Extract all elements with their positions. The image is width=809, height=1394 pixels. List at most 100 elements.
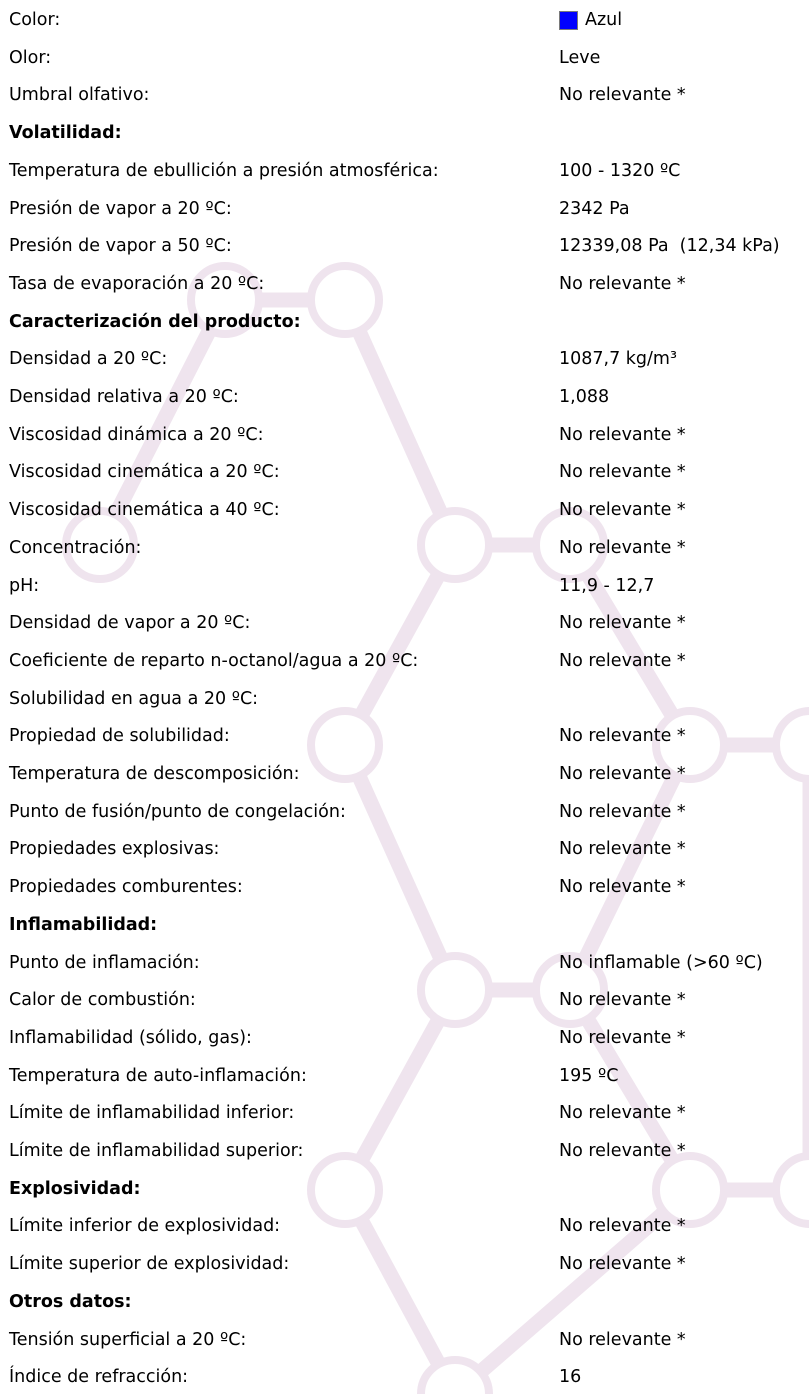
- section-heading: Volatilidad:: [9, 117, 809, 150]
- property-label: Propiedades explosivas:: [9, 839, 220, 860]
- property-value-text: No relevante *: [559, 1329, 686, 1350]
- property-row: Punto de inflamación:No inflamable (>60 …: [9, 947, 809, 980]
- property-label: Límite inferior de explosividad:: [9, 1216, 281, 1237]
- property-value-text: No relevante *: [559, 85, 686, 106]
- property-row: Propiedades comburentes: No relevante *: [9, 871, 809, 904]
- watermark-atom: [652, 707, 728, 783]
- property-value: No relevante *: [559, 268, 686, 301]
- property-row: Límite de inflamabilidad superior: No rel…: [9, 1135, 809, 1168]
- property-value-text: No relevante *: [559, 462, 686, 483]
- property-value-text: No relevante *: [559, 1141, 686, 1161]
- property-value: No relevante *: [559, 607, 686, 640]
- property-value-text: No relevante *: [559, 1103, 686, 1124]
- property-value: No relevante *: [559, 1097, 686, 1130]
- property-value: No relevante *: [559, 532, 686, 565]
- color-swatch: [559, 11, 578, 30]
- property-row: Concentración: No relevante *: [9, 532, 809, 565]
- property-value: 1087,7 kg/m³: [559, 343, 677, 376]
- watermark-atom: [417, 952, 493, 1028]
- property-value-text: No relevante *: [559, 650, 686, 671]
- property-value: 1,088: [559, 381, 609, 414]
- property-value: 11,9 - 12,7: [559, 570, 654, 603]
- property-label: Límite de inflamabilidad inferior:: [9, 1103, 295, 1124]
- property-value: 2342 Pa: [559, 193, 630, 226]
- property-row: Presión de vapor a 50 ºC: 12339,08 Pa (12…: [9, 230, 809, 263]
- watermark-atom: [772, 1152, 809, 1228]
- property-value: Azul: [559, 4, 622, 37]
- watermark-bond: [563, 541, 697, 749]
- property-value-text: No relevante *: [559, 839, 686, 860]
- section-heading: Caracterización del producto:: [9, 306, 809, 339]
- property-label: pH:: [9, 575, 40, 596]
- property-label: Límite superior de explosividad:: [9, 1254, 290, 1275]
- property-label: Propiedad de solubilidad:: [9, 726, 230, 747]
- watermark-atom: [62, 507, 138, 583]
- property-row: Temperatura de auto-inflamación: 195 ºC: [9, 1060, 809, 1093]
- property-label: Coeficiente de reparto n-octanol/agua a …: [9, 650, 419, 671]
- property-value: No relevante *: [559, 796, 686, 829]
- property-value: No relevante *: [559, 494, 686, 527]
- property-value: No relevante *: [559, 1324, 686, 1357]
- property-value: No relevante *: [559, 456, 686, 489]
- property-label: Punto de fusión/punto de congelación:: [9, 801, 346, 822]
- watermark-atom: [532, 952, 608, 1028]
- property-row: Viscosidad dinámica a 20 ºC: No relevante…: [9, 419, 809, 452]
- section-heading-label: Otros datos:: [9, 1291, 132, 1312]
- property-value-text: No relevante *: [559, 877, 686, 898]
- watermark-atom: [417, 507, 493, 583]
- property-label: Índice de refracción:: [9, 1367, 189, 1388]
- property-label: Tasa de evaporación a 20 ºC:: [9, 273, 265, 294]
- property-row: Propiedad de solubilidad:No relevante *: [9, 720, 809, 753]
- property-label: Densidad a 20 ºC:: [9, 349, 168, 370]
- property-label: Calor de combustión:: [9, 990, 196, 1011]
- property-value: 195 ºC: [559, 1060, 618, 1093]
- property-label: Concentración:: [9, 537, 142, 558]
- property-label: Viscosidad dinámica a 20 ºC:: [9, 424, 264, 445]
- property-value: No relevante *: [559, 1210, 686, 1243]
- property-row: Punto de fusión/punto de congelación: No …: [9, 796, 809, 829]
- watermark-atom: [532, 507, 608, 583]
- property-value: 16: [559, 1361, 581, 1394]
- property-row: Presión de vapor a 20 ºC:2342 Pa: [9, 193, 809, 226]
- watermark-bond: [338, 1186, 462, 1394]
- property-label: Propiedades comburentes:: [9, 877, 243, 898]
- property-value: 12339,08 Pa (12,34 kPa): [559, 230, 780, 263]
- section-heading-label: Inflamabilidad:: [9, 914, 158, 935]
- property-row: Tensión superficial a 20 ºC:No relevante…: [9, 1324, 809, 1357]
- property-value: No inflamable (>60 ºC): [559, 947, 763, 980]
- property-value-text: No relevante *: [559, 1027, 686, 1048]
- property-label: Viscosidad cinemática a 40 ºC:: [9, 500, 280, 521]
- property-label: Temperatura de descomposición:: [9, 764, 300, 784]
- property-label: Viscosidad cinemática a 20 ºC:: [9, 462, 280, 483]
- property-value-text: No relevante *: [559, 537, 686, 558]
- watermark-bond: [563, 986, 697, 1194]
- property-value: No relevante *: [559, 758, 686, 791]
- property-label: Olor:: [9, 47, 52, 68]
- watermark-atom: [307, 1152, 383, 1228]
- section-heading: Inflamabilidad:: [9, 909, 809, 942]
- property-value-text: 1,088: [559, 387, 610, 407]
- property-value: No relevante *: [559, 419, 686, 452]
- property-label: Presión de vapor a 50 ºC:: [9, 236, 232, 257]
- property-label: Límite de inflamabilidad superior:: [9, 1141, 304, 1161]
- property-value-text: Azul: [585, 10, 623, 30]
- watermark-bond: [338, 986, 462, 1194]
- property-value: No relevante *: [559, 1248, 686, 1281]
- property-value-text: 12339,08 Pa (12,34 kPa): [559, 236, 780, 257]
- property-row: Densidad de vapor a 20 ºC:No relevante *: [9, 607, 809, 640]
- property-row: Densidad relativa a 20 ºC:1,088: [9, 381, 809, 414]
- property-value: No relevante *: [559, 833, 686, 866]
- property-row: Umbral olfativo:No relevante *: [9, 79, 809, 112]
- property-label: Temperatura de auto-inflamación:: [9, 1065, 307, 1086]
- watermark-atom: [652, 1152, 728, 1228]
- property-row: Propiedades explosivas: No relevante *: [9, 833, 809, 866]
- section-heading-label: Volatilidad:: [9, 123, 122, 144]
- watermark-atom: [772, 707, 809, 783]
- watermark-bond: [93, 296, 232, 549]
- section-heading: Otros datos:: [9, 1286, 809, 1319]
- watermark-bond: [338, 741, 462, 994]
- property-value-text: No relevante *: [559, 1254, 686, 1275]
- property-value: No relevante *: [559, 871, 686, 904]
- property-value-text: No relevante *: [559, 801, 686, 822]
- property-label: Temperatura de ebullición a presión atmo…: [9, 160, 439, 181]
